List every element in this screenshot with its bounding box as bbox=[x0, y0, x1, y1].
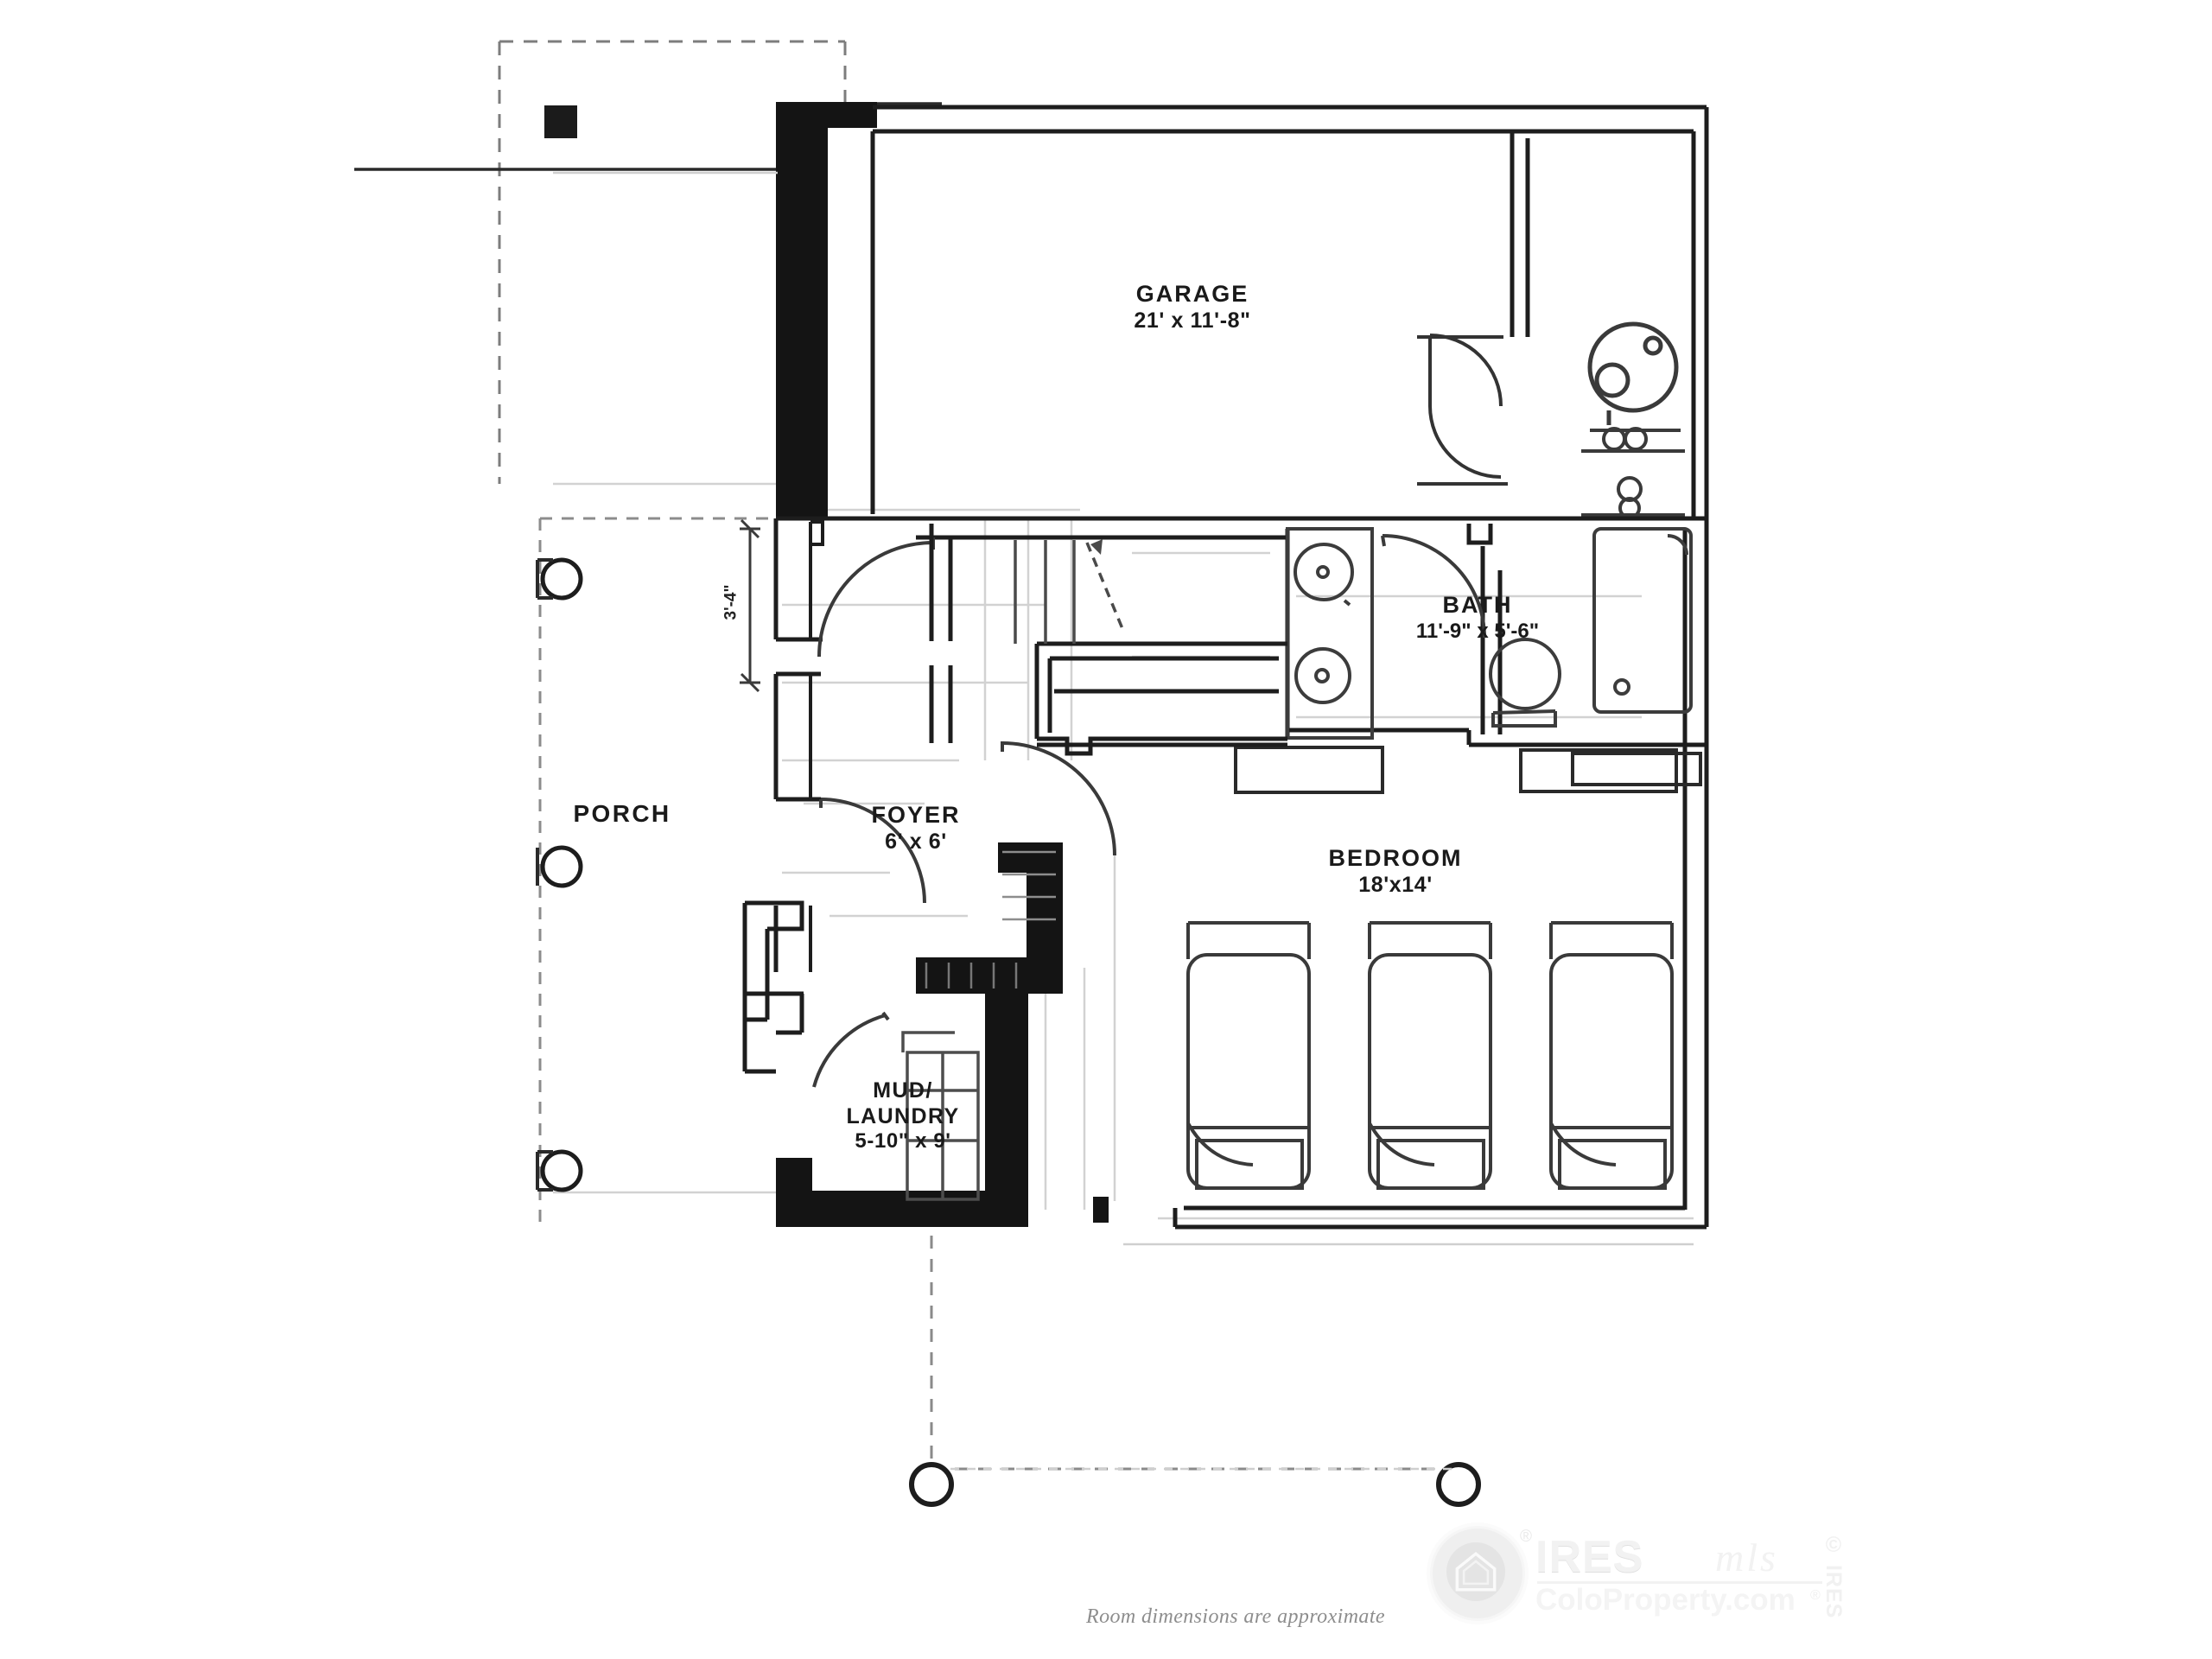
room-dimensions-bedroom: 18'x14' bbox=[1358, 872, 1433, 897]
bed bbox=[1549, 921, 1674, 1190]
stairs bbox=[1014, 540, 1076, 644]
bath-counter bbox=[1571, 752, 1702, 786]
room-name-porch: PORCH bbox=[573, 800, 671, 827]
room-dimensions-garage: 21' x 11'-8" bbox=[1134, 308, 1251, 333]
house-icon bbox=[1455, 1551, 1497, 1592]
room-name-foyer: FOYER bbox=[871, 802, 961, 828]
garage-interior-partition bbox=[1510, 131, 1530, 337]
room-dimensions-mud-laundry: 5-10" x 9' bbox=[855, 1129, 951, 1153]
ires-seal-icon bbox=[1430, 1526, 1525, 1621]
room-name-laundry: LAUNDRY bbox=[846, 1103, 960, 1128]
foyer-step-thick-wall bbox=[916, 842, 1063, 994]
bedroom-closet-upper bbox=[1234, 746, 1678, 794]
foyer-wall-inner bbox=[809, 520, 824, 972]
porch-boundary-dashed bbox=[538, 517, 778, 1227]
laundry-fixtures bbox=[906, 1051, 980, 1201]
bottom-boundary-dashed bbox=[930, 1236, 1469, 1471]
foyer-walls bbox=[773, 516, 828, 972]
faint-structure bbox=[553, 171, 1694, 1471]
mud-right-thick-wall bbox=[985, 994, 1028, 1227]
garage-lower-divider bbox=[907, 516, 1707, 540]
foyer-door-2 bbox=[1001, 741, 1116, 856]
mud-post bbox=[1093, 1197, 1109, 1223]
room-name-mud: MUD/ bbox=[873, 1078, 933, 1103]
room-dimensions-foyer: 6' x 6' bbox=[885, 829, 947, 854]
entry-door bbox=[819, 798, 926, 904]
bed-group bbox=[1186, 921, 1674, 1190]
porch-column bbox=[540, 845, 583, 888]
porch-column bbox=[540, 1149, 583, 1192]
stair-direction-arrow bbox=[1085, 542, 1125, 632]
ires-wordmark: IRES bbox=[1535, 1532, 1644, 1582]
room-label-bedroom: BEDROOM 18'x14' bbox=[1257, 845, 1534, 898]
room-dimensions-bath: 11'-9" x 5'-6" bbox=[1415, 619, 1540, 643]
bed bbox=[1186, 921, 1311, 1190]
stair-arrowhead bbox=[1090, 539, 1103, 555]
garage-nw-thick-wall-top bbox=[776, 102, 877, 128]
overhang-dashed-outline bbox=[498, 40, 847, 484]
laundry-counter bbox=[901, 1031, 955, 1052]
dimension-label-wall-offset: 3'-4" bbox=[721, 584, 741, 620]
seal-registered-mark: ® bbox=[1520, 1528, 1532, 1546]
mud-door bbox=[812, 1011, 890, 1088]
house-main-walls bbox=[1175, 522, 1709, 1230]
room-label-mud-laundry: MUD/ LAUNDRY 5-10" x 9' bbox=[795, 1078, 1011, 1154]
room-name-garage: GARAGE bbox=[1135, 281, 1249, 307]
structural-post bbox=[544, 105, 577, 138]
bed bbox=[1368, 921, 1492, 1190]
lower-column bbox=[909, 1462, 954, 1507]
ires-mls-watermark: ® IRES mls ColoProperty.com ® © IRES bbox=[1430, 1521, 1871, 1624]
room-label-garage: GARAGE 21' x 11'-8" bbox=[1020, 281, 1365, 334]
foyer-interior-door bbox=[817, 537, 935, 658]
mud-left-thick-wall bbox=[776, 1158, 812, 1227]
porch-column bbox=[540, 557, 583, 601]
foyer-step-hatch bbox=[925, 963, 1018, 988]
bathtub bbox=[1592, 527, 1693, 714]
coloproperty-registered-mark: ® bbox=[1810, 1588, 1821, 1603]
mud-bottom-thick-wall bbox=[776, 1191, 1028, 1227]
garage-nw-thick-wall bbox=[776, 102, 828, 518]
hall-closet-walls bbox=[1034, 641, 1287, 756]
coloproperty-wordmark: ColoProperty.com bbox=[1535, 1583, 1796, 1617]
room-label-foyer: FOYER 6' x 6' bbox=[821, 802, 1011, 855]
foyer-partition bbox=[929, 524, 953, 743]
watermark-divider bbox=[1537, 1581, 1822, 1584]
bath-door bbox=[1381, 534, 1486, 639]
bath-vanity bbox=[1286, 527, 1374, 740]
room-name-bedroom: BEDROOM bbox=[1328, 845, 1463, 871]
mls-script-mark: mls bbox=[1715, 1535, 1778, 1580]
room-label-porch: PORCH bbox=[523, 799, 721, 828]
porch-columns bbox=[540, 557, 583, 1192]
toilet bbox=[1489, 638, 1561, 728]
footer-note: Room dimensions are approximate bbox=[1086, 1605, 1385, 1628]
dimension-line-3-4 bbox=[740, 518, 760, 693]
copyright-ires: © IRES bbox=[1821, 1533, 1846, 1619]
room-label-bath: BATH 11'-9" x 5'-6" bbox=[1322, 592, 1633, 644]
utility-fixtures bbox=[1581, 427, 1685, 519]
water-heater bbox=[1587, 321, 1679, 425]
foyer-step-risers bbox=[1002, 850, 1056, 921]
porch-column-brackets bbox=[536, 558, 553, 1192]
bedroom-walls bbox=[1037, 742, 1287, 1227]
mud-walls bbox=[742, 900, 804, 1074]
garage-service-door bbox=[1417, 334, 1508, 486]
lower-column bbox=[1436, 1462, 1481, 1507]
lower-columns bbox=[909, 1462, 1481, 1507]
room-name-bath: BATH bbox=[1442, 592, 1513, 618]
